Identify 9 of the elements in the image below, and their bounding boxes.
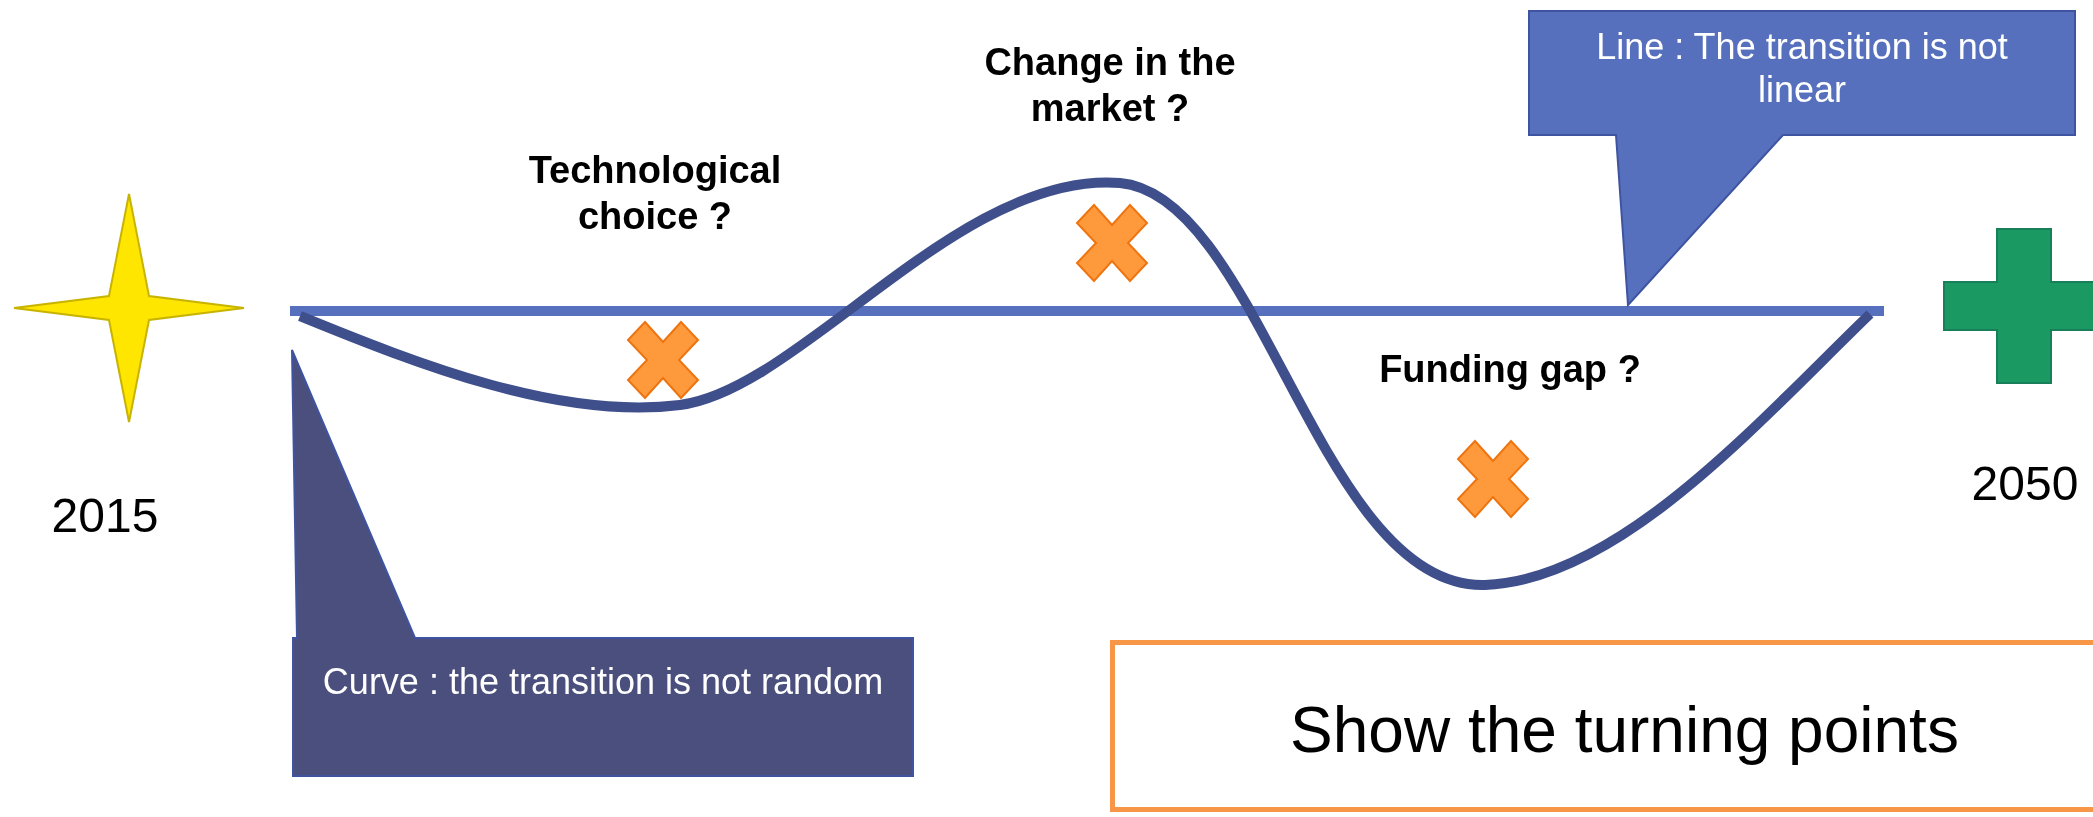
question-label: Change in the market ? [983,40,1237,131]
callout-text: Line : The transition is not linear [1595,25,2009,112]
frame-text: Show the turning points [1290,693,1959,767]
question-label: Funding gap ? [1378,347,1642,392]
year-label: 2050 [1970,456,2080,512]
text-frame [1110,640,2093,812]
year-label: 2015 [50,488,160,544]
question-label: Technological choice ? [527,148,783,239]
callout-text: Curve : the transition is not random [321,660,885,704]
